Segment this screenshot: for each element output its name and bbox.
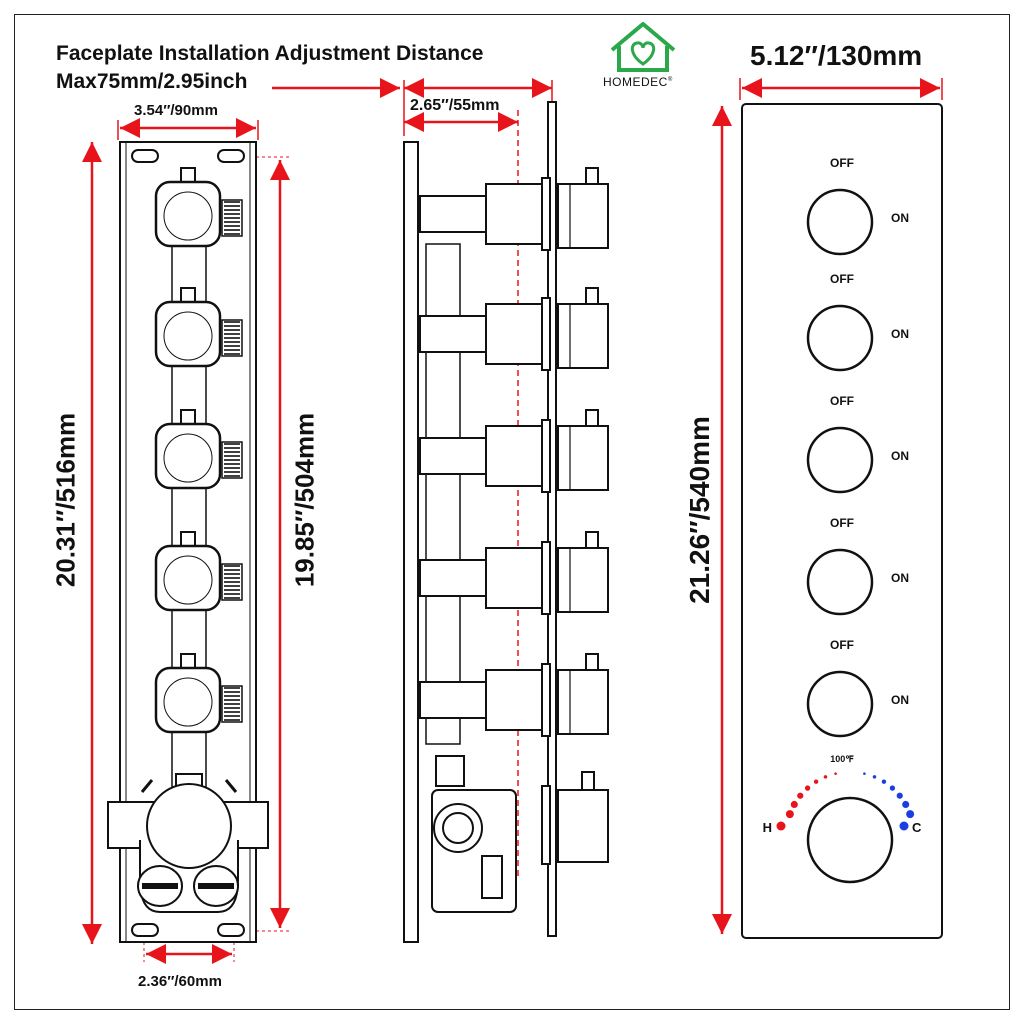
hot-scale-dot bbox=[790, 800, 798, 809]
diverter-knob[interactable] bbox=[806, 670, 874, 738]
mounting-slot bbox=[131, 923, 159, 937]
dimension-lines bbox=[82, 78, 943, 964]
brand-trademark: ® bbox=[667, 77, 673, 83]
cold-scale-dot bbox=[896, 792, 903, 799]
diverter-valve bbox=[154, 653, 243, 734]
diverter-knob-group: OFF ON bbox=[806, 516, 909, 616]
off-label: OFF bbox=[830, 516, 854, 530]
cold-scale-dot bbox=[889, 785, 896, 791]
thermostatic-mixer-body bbox=[146, 783, 232, 869]
faceplate-side bbox=[547, 101, 557, 937]
diverter-knob-group: OFF ON bbox=[806, 272, 909, 372]
on-label: ON bbox=[891, 327, 909, 341]
diverter-knob-group: OFF ON bbox=[806, 156, 909, 256]
diverter-knob[interactable] bbox=[806, 304, 874, 372]
diagram-frame bbox=[14, 14, 1010, 1010]
valve-front-view bbox=[107, 141, 269, 943]
on-label: ON bbox=[891, 571, 909, 585]
plate-width-label: 5.12″/130mm bbox=[750, 40, 923, 71]
mounting-slot bbox=[131, 149, 159, 163]
diverter-valve bbox=[154, 531, 243, 612]
brand-name: HOMEDEC® bbox=[603, 75, 673, 89]
diverter-valve-side bbox=[419, 653, 609, 737]
on-label: ON bbox=[891, 211, 909, 225]
diverter-knob[interactable] bbox=[806, 548, 874, 616]
threaded-outlet bbox=[221, 319, 243, 357]
cold-scale-dot bbox=[872, 775, 877, 779]
title-line-1: Faceplate Installation Adjustment Distan… bbox=[56, 42, 484, 65]
diverter-valve-side bbox=[419, 531, 609, 615]
hot-scale-dot bbox=[823, 775, 828, 779]
hot-scale-dot bbox=[804, 785, 811, 791]
off-label: OFF bbox=[830, 272, 854, 286]
hot-scale-dot bbox=[813, 779, 819, 784]
threaded-outlet bbox=[221, 441, 243, 479]
mounting-slot bbox=[217, 149, 245, 163]
diverter-knob-group: OFF ON bbox=[806, 394, 909, 494]
hot-scale-dot bbox=[797, 792, 804, 799]
threaded-outlet bbox=[221, 685, 243, 723]
hot-scale-dot bbox=[785, 810, 794, 819]
threaded-outlet bbox=[221, 199, 243, 237]
diverter-valve bbox=[154, 167, 243, 248]
cold-scale-dot bbox=[881, 779, 887, 784]
valve-side-view bbox=[403, 101, 609, 943]
temperature-label: 100℉ bbox=[830, 754, 854, 764]
cold-indicator-dot bbox=[899, 821, 909, 831]
title-line-2: Max75mm/2.95inch bbox=[56, 70, 248, 93]
depth-label: 2.65″/55mm bbox=[410, 97, 500, 114]
threaded-outlet bbox=[221, 563, 243, 601]
diverter-knob-group: OFF ON bbox=[806, 638, 909, 738]
hot-scale-dot bbox=[834, 772, 837, 775]
diverter-valve-side bbox=[419, 287, 609, 371]
diverter-knob[interactable] bbox=[806, 426, 874, 494]
off-label: OFF bbox=[830, 394, 854, 408]
faceplate-hot-label: H bbox=[763, 820, 772, 835]
on-label: ON bbox=[891, 449, 909, 463]
faceplate-plate bbox=[741, 103, 943, 939]
temperature-knob[interactable] bbox=[806, 796, 894, 884]
cold-scale-dot bbox=[902, 800, 910, 809]
body-width-label: 3.54″/90mm bbox=[134, 102, 218, 119]
on-label: ON bbox=[891, 693, 909, 707]
diverter-valve-side bbox=[419, 167, 609, 251]
mounting-slot bbox=[217, 923, 245, 937]
brand-name-text: HOMEDEC bbox=[603, 75, 668, 89]
diverter-knob[interactable] bbox=[806, 188, 874, 256]
diverter-valve-side bbox=[419, 409, 609, 493]
cold-scale-dot bbox=[906, 810, 915, 819]
diverter-valve bbox=[154, 409, 243, 490]
hot-indicator-dot bbox=[776, 821, 786, 831]
cold-scale-dot bbox=[863, 772, 866, 775]
faceplate-cold-label: C bbox=[912, 820, 922, 835]
diverter-valve bbox=[154, 287, 243, 368]
faceplate-front-view: OFF ON OFF ON OFF ON OFF ON OFF ON H C 100℉ bbox=[741, 103, 943, 939]
off-label: OFF bbox=[830, 156, 854, 170]
mixer-handle-side bbox=[557, 789, 609, 863]
mounting-bracket-side bbox=[403, 141, 419, 943]
off-label: OFF bbox=[830, 638, 854, 652]
mount-width-label: 2.36″/60mm bbox=[138, 973, 222, 990]
